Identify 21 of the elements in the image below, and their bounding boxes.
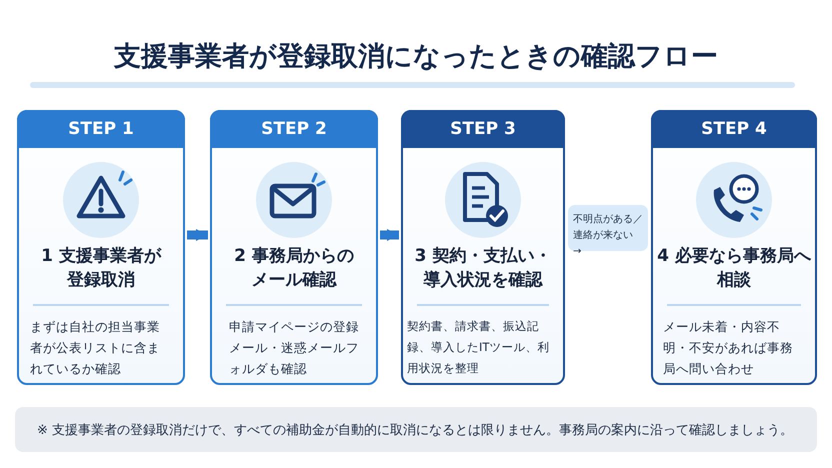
step-heading: 2 事務局からのメール確認: [233, 245, 355, 292]
arrow: [187, 229, 208, 241]
step-header: STEP 2: [210, 110, 378, 148]
step-card: [401, 110, 565, 385]
step-description: メール未着・内容不明・不安があれば事務局へ問い合わせ: [663, 318, 794, 378]
condition-bubble: 不明点がある／連絡が来ない →: [568, 205, 648, 251]
step-description: 契約書、請求書、振込記録、導入したITツール、利用状況を整理: [407, 318, 550, 377]
step-header: STEP 3: [401, 110, 565, 148]
step-description: 申請マイページの登録メール・迷惑メールフォルダも確認: [229, 318, 359, 378]
step-description: まずは自社の担当事業者が公表リストに含まれているか確認: [30, 318, 161, 378]
step-header: STEP 1: [17, 110, 185, 148]
step-heading: 3 契約・支払い・導入状況を確認: [414, 245, 552, 292]
note-box: ※ 支援事業者の登録取消だけで、すべての補助金が自動的に取消になるとは限りません。事務局の案内に沿って確認しましょう。: [15, 407, 817, 452]
title: 支援事業者が登録取消になったときの確認フロー: [112, 40, 719, 74]
step-heading: 4 必要なら事務局へ相談: [657, 245, 811, 292]
arrow: [380, 229, 399, 241]
step-heading: 1 支援事業者が登録取消: [40, 245, 162, 292]
step-header: STEP 4: [651, 110, 817, 148]
step-card: [210, 110, 378, 385]
step-card: [651, 110, 817, 385]
step-card: [17, 110, 185, 385]
